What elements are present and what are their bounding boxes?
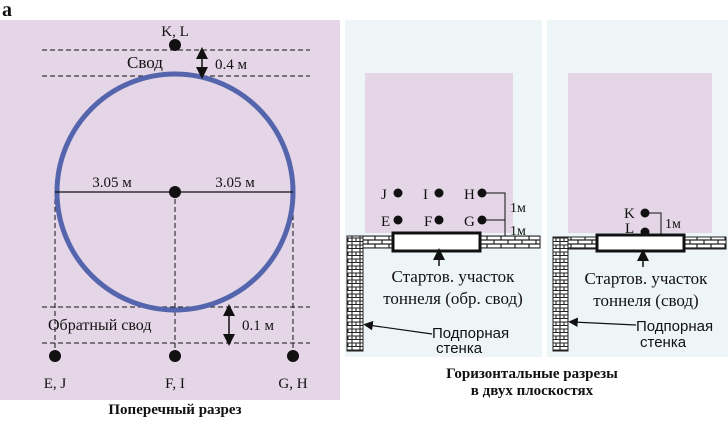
wall-label-1: Подпорная [636, 318, 713, 335]
cross-section-caption: Поперечный разрез [108, 402, 241, 418]
guide-lines [42, 49, 310, 350]
point-ej [49, 350, 61, 362]
right-caption-1: Горизонтальные разрезы [446, 366, 618, 382]
point-fi-label: F, I [165, 376, 185, 392]
panel-label: a [2, 0, 12, 21]
right-caption-2: в двух плоскостях [471, 383, 594, 399]
dim-lower: 1м [510, 224, 526, 239]
left-radius: 3.05 м [92, 175, 132, 191]
invert-dim: 0.1 м [242, 318, 275, 334]
tunnel-start [595, 233, 686, 253]
tunnel-label-1: Стартов. участок [585, 269, 709, 288]
center-point [169, 186, 181, 198]
dim-upper: 1м [510, 201, 526, 216]
tunnel-start [391, 231, 482, 253]
wall-label-1: Подпорная [432, 325, 509, 342]
right-radius: 3.05 м [215, 175, 255, 191]
wall-label-2: стенка [436, 340, 483, 357]
point-gh [287, 350, 299, 362]
point-fi [169, 350, 181, 362]
tunnel-label-2: тоннеля (свод) [593, 291, 698, 310]
point-i-label: I [423, 187, 428, 203]
cross-section-panel: K, L Свод 0.4 м 3.05 м 3.05 м Обратный с… [0, 20, 340, 400]
invert-label: Обратный свод [48, 317, 151, 334]
wall-label-2: стенка [640, 334, 687, 351]
point-kl-label: K, L [161, 24, 189, 40]
point-g-label: G [464, 214, 475, 230]
horizontal-section-1: J I H E F G 1м 1м Стартов. участок тонне… [345, 20, 542, 357]
tunnel-label-2: тоннеля (обр. свод) [383, 289, 523, 308]
point-f-label: F [424, 214, 432, 230]
horizontal-section-2: K L 1м Стартов. участок тоннеля (свод) П… [547, 20, 728, 357]
tunnel-label-1: Стартов. участок [392, 267, 516, 286]
point-kl [169, 39, 181, 51]
point-l-label: L [625, 221, 634, 237]
point-ej-label: E, J [44, 376, 67, 392]
dim: 1м [665, 217, 681, 232]
crown-dim: 0.4 м [215, 57, 248, 73]
point-j-label: J [381, 187, 387, 203]
point-k-label: K [624, 206, 635, 222]
point-gh-label: G, H [278, 376, 307, 392]
point-e-label: E [381, 214, 390, 230]
crown-label: Свод [127, 53, 163, 72]
point-h-label: H [464, 187, 475, 203]
